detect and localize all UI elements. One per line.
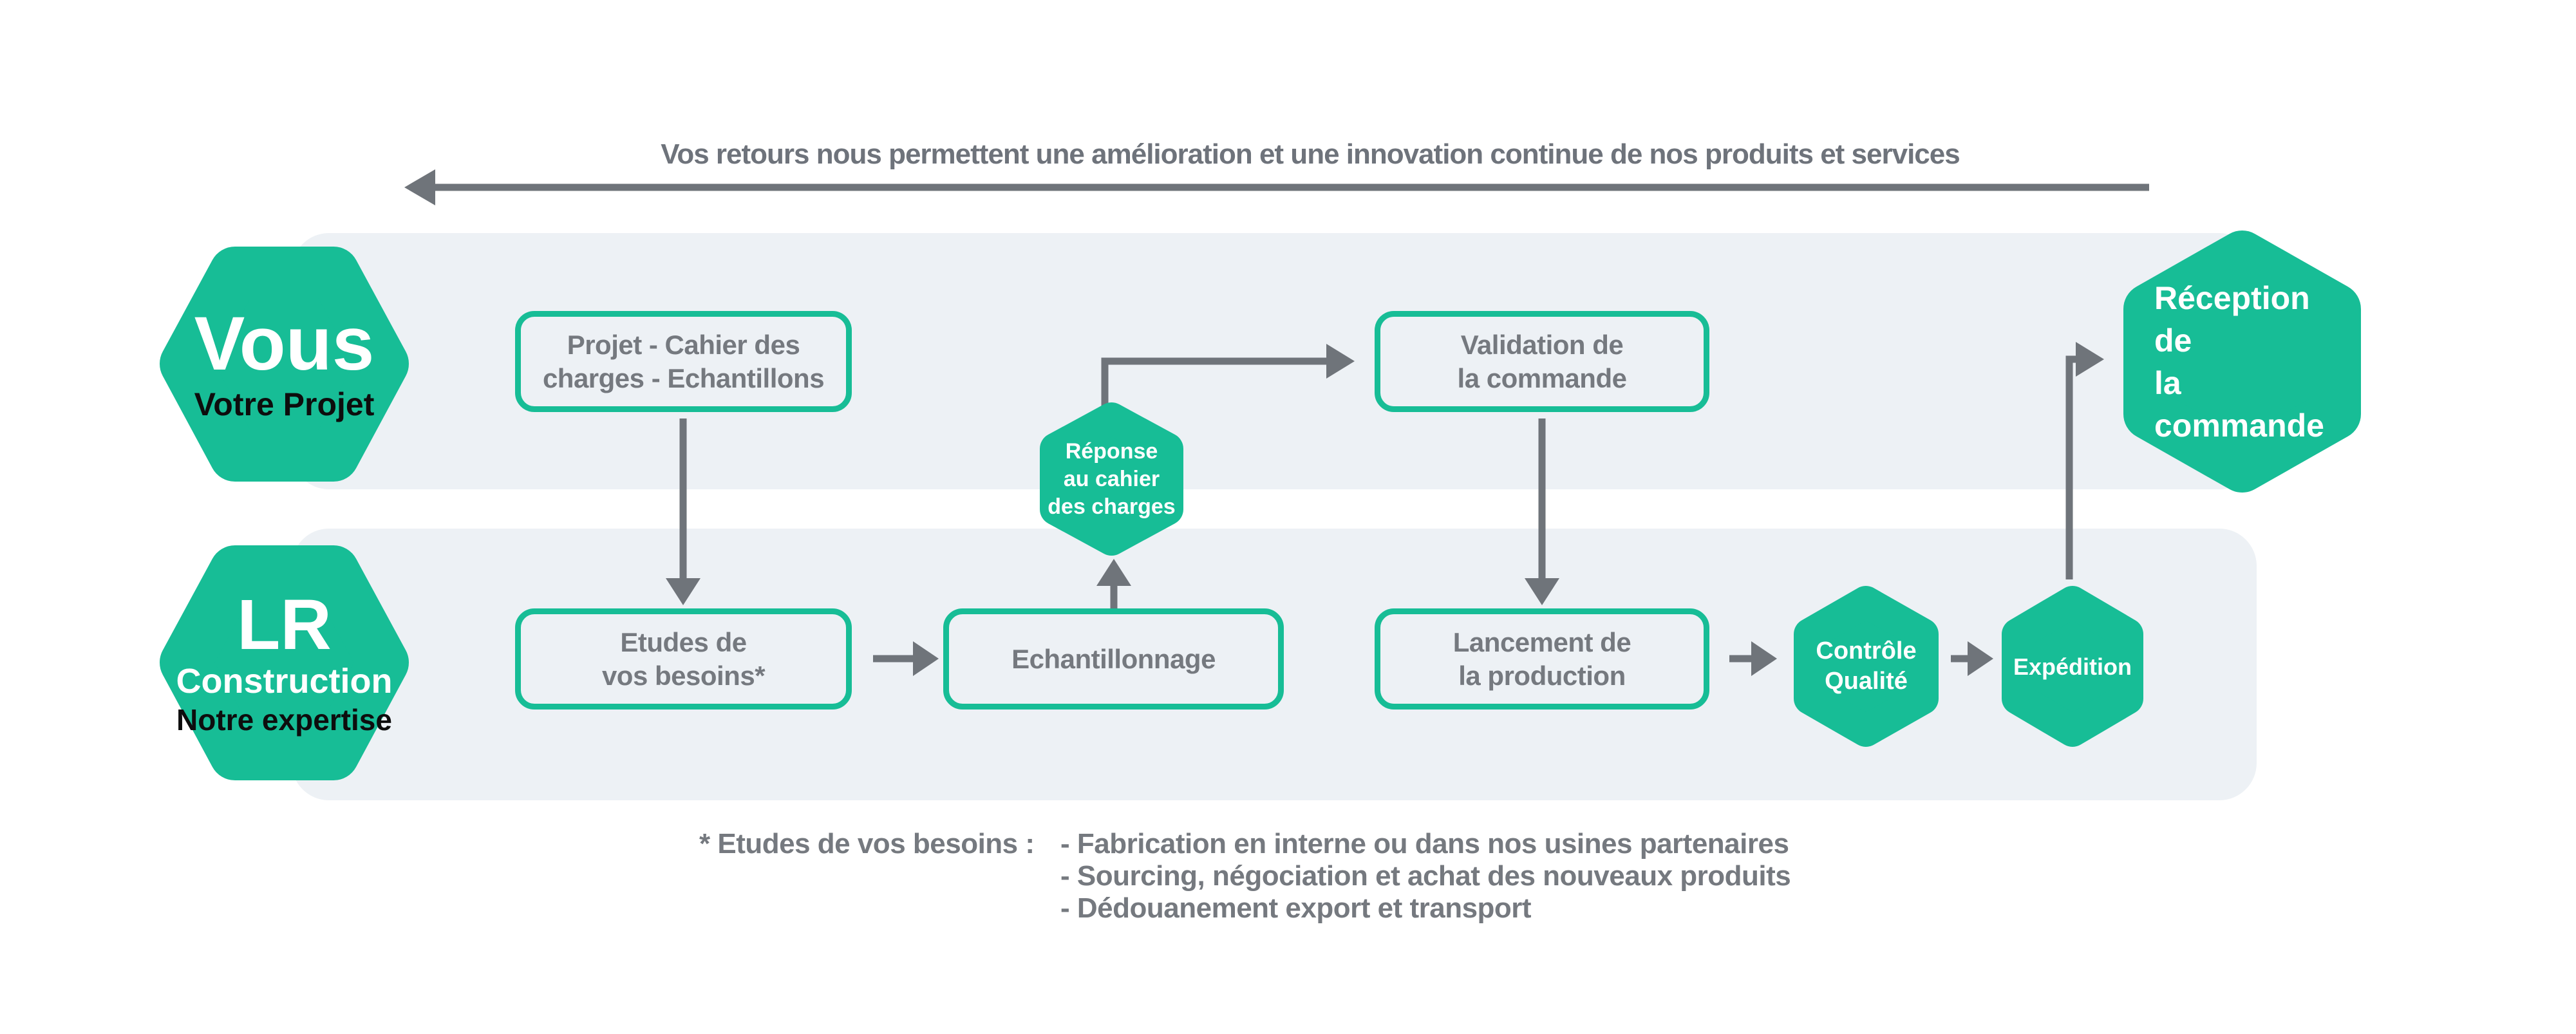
node-echantillonnage-label: Echantillonnage [1011,643,1216,674]
node-etudes: Etudes de vos besoins* [515,608,852,710]
node-controle-label: Contrôle Qualité [1816,637,1917,695]
hexagon-shape [1040,402,1183,556]
node-reponse-hexagon: Réponse au cahier des charges [1040,402,1183,556]
hexagon-shape [1794,586,1939,747]
node-lancement-label: Lancement de la production [1453,626,1631,691]
node-controle-hexagon: Contrôle Qualité [1794,586,1939,747]
hexagon-shape [2123,230,2361,493]
lane-you-hexagon: Vous Votre Projet [160,247,409,482]
hexagon-shape [160,247,409,482]
lane-company-subtitle: Notre expertise [176,702,392,737]
footnote-list: - Fabrication en interne ou dans nos usi… [1060,828,1791,925]
node-reception-hexagon: Réception de la commande [2123,230,2361,493]
node-etudes-label: Etudes de vos besoins* [601,626,766,691]
node-validation-label: Validation de la commande [1457,329,1627,393]
node-projet: Projet - Cahier des charges - Echantillo… [515,311,852,412]
lane-you-title: Vous [194,301,375,386]
feedback-banner-text: Vos retours nous permettent une améliora… [661,138,1960,170]
footnote-item: - Sourcing, négociation et achat des nou… [1060,860,1791,892]
footnote-item: - Fabrication en interne ou dans nos usi… [1060,828,1789,860]
footnote-label: * Etudes de vos besoins : [699,828,1035,860]
lane-you-subtitle: Votre Projet [194,386,375,422]
lane-company-name: Construction [176,661,393,700]
node-projet-label: Projet - Cahier des charges - Echantillo… [542,329,825,393]
lane-company-title: LR [237,585,332,664]
hexagon-shape [160,545,409,780]
hexagon-shape [2002,586,2143,747]
node-reception-label: Réception de la commande [2154,279,2324,444]
node-expedition-label: Expédition [2013,653,2132,680]
node-reponse-label: Réponse au cahier des charges [1048,438,1176,519]
footnote-item: - Dédouanement export et transport [1060,892,1532,924]
lane-company-hexagon: LR Construction Notre expertise [160,545,409,780]
node-lancement: Lancement de la production [1375,608,1709,710]
node-echantillonnage: Echantillonnage [943,608,1284,710]
node-expedition-hexagon: Expédition [2002,586,2143,747]
node-validation: Validation de la commande [1375,311,1709,412]
feedback-arrow [404,169,2149,205]
